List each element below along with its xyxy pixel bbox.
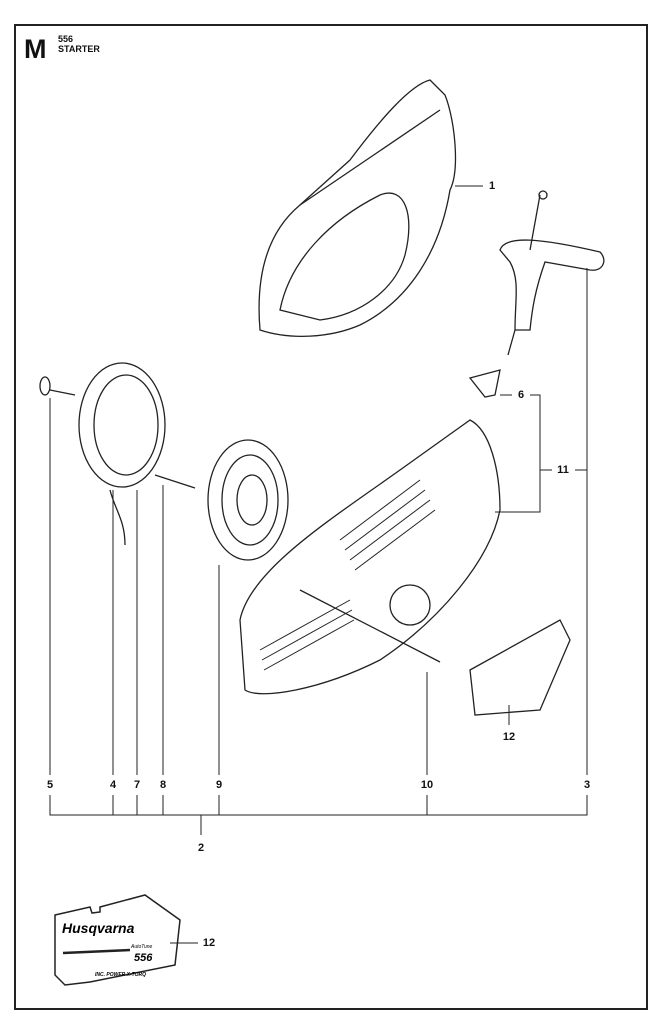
decal-footer: INC. POWER X-TORQ [95, 972, 147, 978]
callout-12: 12 [502, 731, 516, 743]
part-11-starter-housing [239, 419, 501, 695]
decal-subbrand: AutoTune [131, 944, 153, 950]
decal-model: 556 [134, 952, 153, 964]
part-6-bushing [468, 369, 501, 398]
section-title: STARTER [58, 44, 100, 54]
callout-9: 9 [215, 779, 223, 791]
callout-5: 5 [46, 779, 54, 791]
callout-3: 3 [583, 779, 591, 791]
part-5-screw [39, 376, 76, 396]
callout-10: 10 [420, 779, 434, 791]
diagram-title: 556 STARTER [58, 34, 100, 54]
callout-1: 1 [488, 180, 496, 192]
callout-6: 6 [517, 389, 525, 401]
part-1-cover [258, 79, 457, 337]
part-4-pulley [78, 362, 166, 546]
part-9-spring [207, 439, 289, 561]
part-3-handle [499, 190, 605, 356]
diagram-frame [14, 24, 648, 1010]
part-8-screw [154, 474, 196, 489]
callout-7: 7 [133, 779, 141, 791]
section-letter: M [24, 34, 47, 64]
decal-brand: Husqvarna [62, 920, 135, 936]
part-12-decal [469, 619, 571, 716]
callout-12-decal: 12 [202, 937, 216, 949]
callout-2: 2 [197, 842, 205, 854]
leader-lines [49, 185, 588, 944]
callout-4: 4 [109, 779, 117, 791]
callout-11: 11 [557, 464, 569, 476]
decal-drawing [54, 894, 181, 986]
model-number: 556 [58, 34, 74, 44]
part-10-screw [299, 589, 441, 663]
callout-8: 8 [159, 779, 167, 791]
